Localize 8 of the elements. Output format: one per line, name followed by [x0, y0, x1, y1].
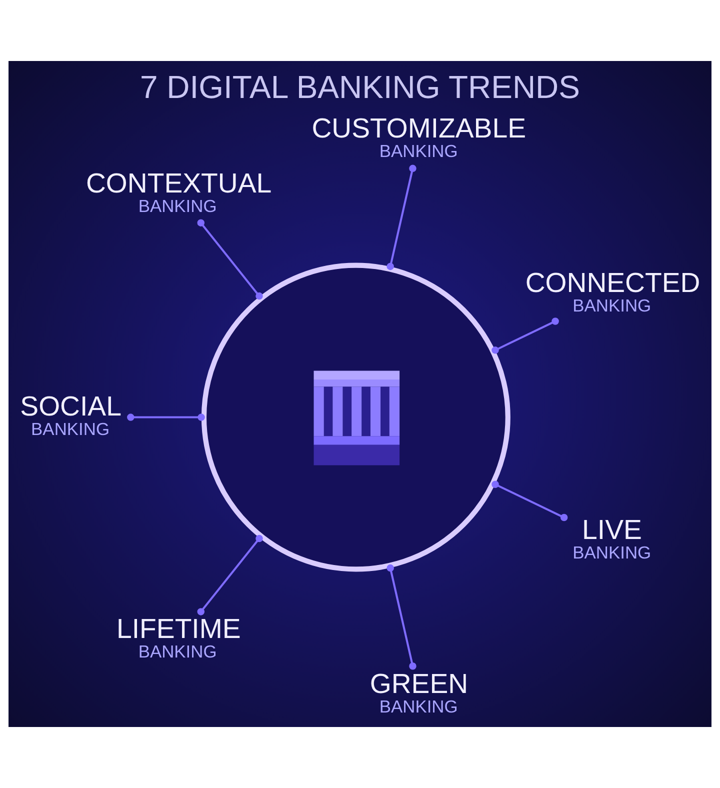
node-text: LIFETIME BANKING — [116, 613, 241, 662]
diagram-title: 7 DIGITAL BANKING TRENDS — [140, 69, 580, 106]
node-text: SOCIAL BANKING — [20, 390, 122, 439]
node-text: CONTEXTUAL BANKING — [86, 168, 272, 216]
node-text: CUSTOMIZABLE BANKING — [312, 112, 526, 162]
node-text: GREEN BANKING — [370, 668, 468, 717]
node-text: LIVE BANKING — [572, 514, 652, 562]
node-text: CONNECTED BANKING — [525, 266, 700, 316]
